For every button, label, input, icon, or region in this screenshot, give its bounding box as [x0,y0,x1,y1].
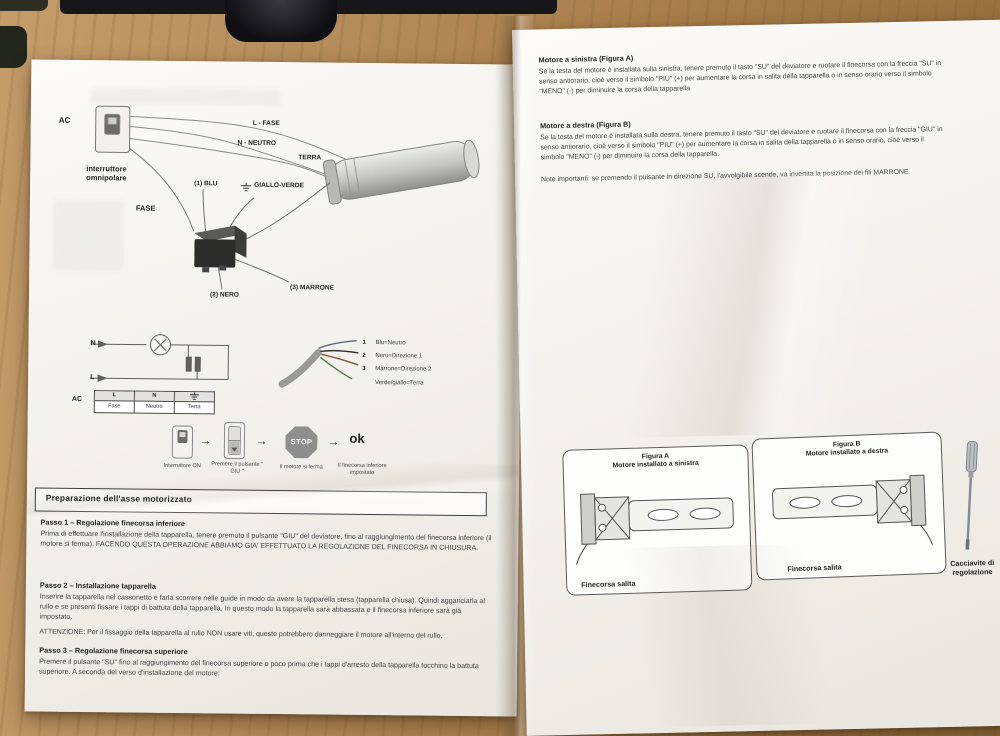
motore-destra-title: Motore a destra (Figura B) [539,119,631,131]
wiring-diagram [94,105,480,290]
giallo-verde-label: GIALLO-VERDE [254,181,304,190]
attenzione-text: ATTENZIONE: Per il fissaggio della tappa… [39,628,443,640]
note-importanti-text: Note importanti: se premendo il pulsante… [541,168,909,184]
section-title: Preparazione dell'asse motorizzato [45,492,192,505]
power-plug-drawing [194,225,247,273]
passo2-text: Inserire la tapparella nel cassonetto e … [39,592,486,622]
terminal-col-letter: L [94,391,134,402]
interruttore-label: interruttore [86,164,127,174]
terminal-col-word: Fase [108,403,121,410]
earth-symbol-icon [241,182,252,192]
dark-object-left-edge [0,26,27,68]
schematic-l-label: L [90,372,95,382]
figura-b-box: Figura B Motore installato a destra Fine… [751,431,947,581]
l-fase-label: L - FASE [252,119,280,128]
sequence-caption: Il finecorsa inferiore impostato [337,462,387,477]
stop-sign-icon: STOP [285,426,317,458]
legend-label: Nero=Direzione 1 [375,353,423,360]
motor-left-drawing [576,493,734,565]
legend-num [362,380,369,386]
terminal-col-word: Neutro [145,403,163,410]
passo1-title: Passo 1 – Regolazione finecorsa inferior… [40,517,185,529]
legend-row: 3 Marrone=Direzione 2 [362,366,431,373]
schematic-n-label: N [90,338,96,348]
terra-label: TERRA [298,154,322,162]
dark-object-top-blob [225,0,337,42]
switch-on-icon [171,425,194,459]
motor-right-drawing [772,474,934,546]
section-header: Preparazione dell'asse motorizzato [34,487,487,517]
legend-row: 2 Nero=Direzione 1 [362,353,422,360]
motore-sinistra-title: Motore a sinistra (Figura A) [538,53,634,65]
circuit-schematic [90,334,229,382]
earth-symbol-icon [174,391,214,403]
legend-num: 2 [362,352,366,359]
omnipolare-label: omnipolare [86,173,127,183]
legend-label: Blu=Neutro [375,340,406,347]
arrow-icon: → [327,434,340,449]
sequence-caption: Il motore si ferma [279,464,323,471]
terminal-col-word: Terra [187,404,201,411]
legend-label: Verde/giallo=Terra [375,380,424,387]
arrow-icon: → [199,433,212,448]
blu-label: (1) BLU [194,180,218,188]
press-button-icon [223,422,246,460]
legend-row: Verde/giallo=Terra [362,380,424,387]
motore-sinistra-text: Se la testa del motore è installata sull… [538,60,942,96]
legend-label: Marrone=Direzione 2 [375,366,432,373]
passo3-text: Premere il pulsante "SU" fino al raggiun… [38,657,479,678]
marrone-label: (3) MARRONE [290,284,335,292]
terminal-table: L Fase N Neutro Terra [93,390,215,415]
legend-num: 3 [362,365,366,372]
screwdriver-icon [965,441,978,550]
cacciavite-label: Cacciavite di regolazione [950,558,995,578]
figura-a-box: Figura A Motore installato a sinistra Fi… [562,444,753,596]
legend-num: 1 [362,339,366,346]
manual-left-page: AC L - FASE N - NEUTRO TERRA interruttor… [24,59,524,717]
terminal-col-letter: N [134,391,174,402]
dark-object-left-top [0,0,48,11]
motore-destra-text: Se la testa del motore è installata sull… [540,126,943,162]
sequence-caption: Premere il pulsante " GIU " [211,461,264,475]
passo2-title: Passo 2 – Installazione tapparella [39,580,156,591]
sequence-caption: Interruttore ON [163,462,201,470]
figura-a-caption: Finecorsa salita [581,578,636,590]
ac-table-label: AC [71,395,83,403]
ok-label: ok [349,430,365,446]
passo3-title: Passo 3 – Regolazione finecorsa superior… [39,645,188,657]
legend-row: 1 Blu=Neutro [362,340,405,346]
passo1-text: Prima di effettuare l'installazione dell… [40,529,492,553]
tube-motor-drawing [322,139,480,205]
fase-label: FASE [135,203,156,213]
n-neutro-label: N - NEUTRO [237,139,277,148]
ac-label: AC [58,115,71,125]
figura-b-caption: Finecorsa salita [787,562,842,574]
arrow-icon: → [255,433,268,448]
nero-label: (2) NERO [209,291,239,299]
manual-right-page: Motore a sinistra (Figura A) Se la testa… [512,19,1000,736]
cable-drawing [278,340,359,388]
